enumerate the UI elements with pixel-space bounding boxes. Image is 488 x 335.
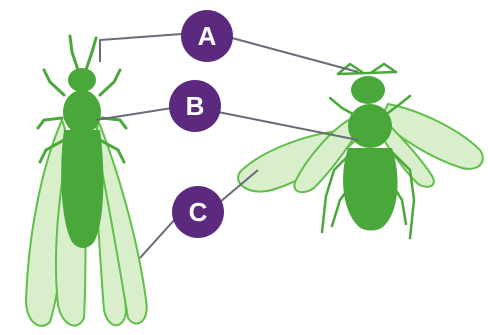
- left-insect-antennae: [70, 36, 96, 70]
- label-b-text: B: [186, 91, 205, 121]
- label-c-text: C: [189, 197, 208, 227]
- right-insect-thorax: [348, 104, 392, 148]
- label-a-text: A: [198, 21, 217, 51]
- right-insect-illustration: [238, 64, 483, 238]
- leader-line-a-right: [232, 38, 358, 72]
- leader-line-c-left: [140, 218, 176, 258]
- label-a: A: [181, 10, 233, 62]
- leader-line-a-left: [100, 34, 182, 62]
- right-insect-head: [351, 76, 385, 104]
- leader-line-b-left: [96, 108, 172, 120]
- right-insect-abdomen: [343, 148, 398, 231]
- left-insect-head: [68, 68, 96, 92]
- label-b: B: [169, 80, 221, 132]
- left-insect-illustration: [26, 36, 147, 326]
- leader-line-b-right: [218, 112, 358, 140]
- label-c: C: [172, 186, 224, 238]
- left-insect-abdomen: [61, 130, 103, 248]
- left-insect-thorax: [63, 90, 101, 134]
